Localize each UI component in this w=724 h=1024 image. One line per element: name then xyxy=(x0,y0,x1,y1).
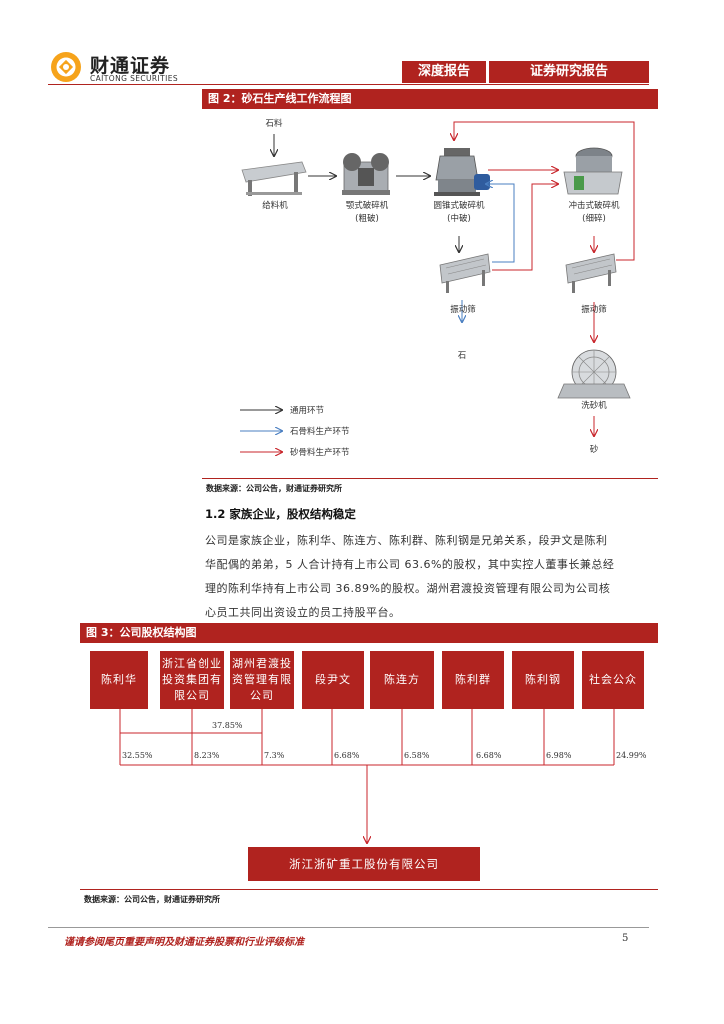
label-impact-crusher: 冲击式破碎机 (细碎) xyxy=(568,201,620,224)
arrow-screen-return-blue xyxy=(486,184,515,263)
legend-general: 通用环节 xyxy=(290,406,325,416)
footer-rule xyxy=(48,927,649,928)
paragraph-line: 理的陈利华持有上市公司 36.89%的股权。湖州君渡投资管理有限公司为公司核 xyxy=(205,582,611,595)
figure2-title: 图 2：砂石生产线工作流程图 xyxy=(202,89,658,109)
label-screen-right: 振动筛 xyxy=(581,305,607,315)
company-logo xyxy=(48,50,84,84)
section-heading: 1.2 家族企业，股权结构稳定 xyxy=(205,507,356,521)
pct-label-7: 24.99% xyxy=(616,751,647,760)
label-output-sand: 砂 xyxy=(589,445,599,455)
sand-washer-icon xyxy=(557,349,631,399)
arrow-screen-to-impact-red xyxy=(492,184,558,271)
pct-label-5: 6.68% xyxy=(476,751,502,760)
figure2-bottom-rule xyxy=(202,478,658,479)
label-screen-left: 振动筛 xyxy=(450,305,476,315)
section-paragraph: 公司是家族企业，陈利华、陈连方、陈利群、陈利钢是兄弟关系，段尹文是陈利 华配偶的… xyxy=(205,529,658,625)
logo-text-cn: 财通证券 xyxy=(90,55,171,77)
tab-deep-report: 深度报告 xyxy=(402,61,486,83)
pct-label-1: 8.23% xyxy=(194,751,220,760)
legend-sand: 砂骨料生产环节 xyxy=(290,448,350,458)
figure3-bottom-rule xyxy=(80,889,658,890)
pct-label-4: 6.58% xyxy=(404,751,430,760)
company-box: 浙江浙矿重工股份有限公司 xyxy=(248,847,480,881)
pct-label-0: 32.55% xyxy=(122,751,153,760)
shareholder-box-2: 湖州君渡投 资管理有限 公司 xyxy=(230,651,294,709)
shareholder-box-4: 陈连方 xyxy=(370,651,434,709)
ownership-lines-svg xyxy=(119,709,615,885)
paragraph-line: 公司是家族企业，陈利华、陈连方、陈利群、陈利钢是兄弟关系，段尹文是陈利 xyxy=(205,534,608,547)
impact-crusher-icon xyxy=(563,147,623,195)
shareholder-box-5: 陈利群 xyxy=(442,651,504,709)
shareholder-box-7: 社会公众 xyxy=(582,651,644,709)
pct-label-6: 6.98% xyxy=(546,751,572,760)
logo-text-en: CAITONG SECURITIES xyxy=(90,74,179,83)
legend-stone: 石骨料生产环节 xyxy=(290,427,350,437)
arrow-screen-return-red xyxy=(454,121,635,261)
footer-disclaimer: 谨请参阅尾页重要声明及财通证券股票和行业评级标准 xyxy=(64,937,304,948)
pct-label-3: 6.68% xyxy=(334,751,360,760)
label-stone-input: 石料 xyxy=(265,119,283,129)
ownership-chart: 陈利华 浙江省创业 投资集团有 限公司 湖州君渡投 资管理有限 公司 段尹文 陈… xyxy=(80,645,660,885)
label-feeder: 给料机 xyxy=(262,201,288,211)
feeder-machine-icon xyxy=(241,161,307,196)
shareholder-box-1: 浙江省创业 投资集团有 限公司 xyxy=(160,651,224,709)
header-rule xyxy=(48,84,649,85)
label-jaw-crusher: 颚式破碎机 (粗破) xyxy=(345,201,389,224)
paragraph-line: 华配偶的弟弟，5 人合计持有上市公司 63.6%的股权，其中实控人董事长兼总经 xyxy=(205,558,615,571)
shareholder-box-6: 陈利钢 xyxy=(512,651,574,709)
flowchart-svg xyxy=(240,121,635,478)
pct-label-2: 7.3% xyxy=(264,751,285,760)
logo-coin-icon xyxy=(51,52,81,82)
shareholder-box-0: 陈利华 xyxy=(90,651,148,709)
figure3-source: 数据来源：公司公告，财通证券研究所 xyxy=(84,895,220,904)
cone-crusher-icon xyxy=(434,148,490,196)
label-cone-crusher: 圆锥式破碎机 (中破) xyxy=(433,201,485,224)
flowchart: 石料 给料机 颚式破碎机 (粗破) 圆锥式破碎机 (中破) 冲击式破碎机 (细碎… xyxy=(202,110,658,478)
figure3-title: 图 3：公司股权结构图 xyxy=(80,623,658,643)
paragraph-line: 心员工共同出资设立的员工持股平台。 xyxy=(205,606,401,619)
combined-pct-label: 37.85% xyxy=(212,721,243,730)
page-number: 5 xyxy=(622,933,629,944)
vibrating-screen-right-icon xyxy=(565,253,617,293)
label-sand-washer: 洗砂机 xyxy=(581,401,607,411)
figure2-source: 数据来源：公司公告，财通证券研究所 xyxy=(206,484,342,493)
shareholder-box-3: 段尹文 xyxy=(302,651,364,709)
vibrating-screen-left-icon xyxy=(439,253,491,293)
tab-securities-research: 证券研究报告 xyxy=(489,61,649,83)
jaw-crusher-icon xyxy=(342,153,390,195)
label-output-stone: 石 xyxy=(457,351,467,361)
